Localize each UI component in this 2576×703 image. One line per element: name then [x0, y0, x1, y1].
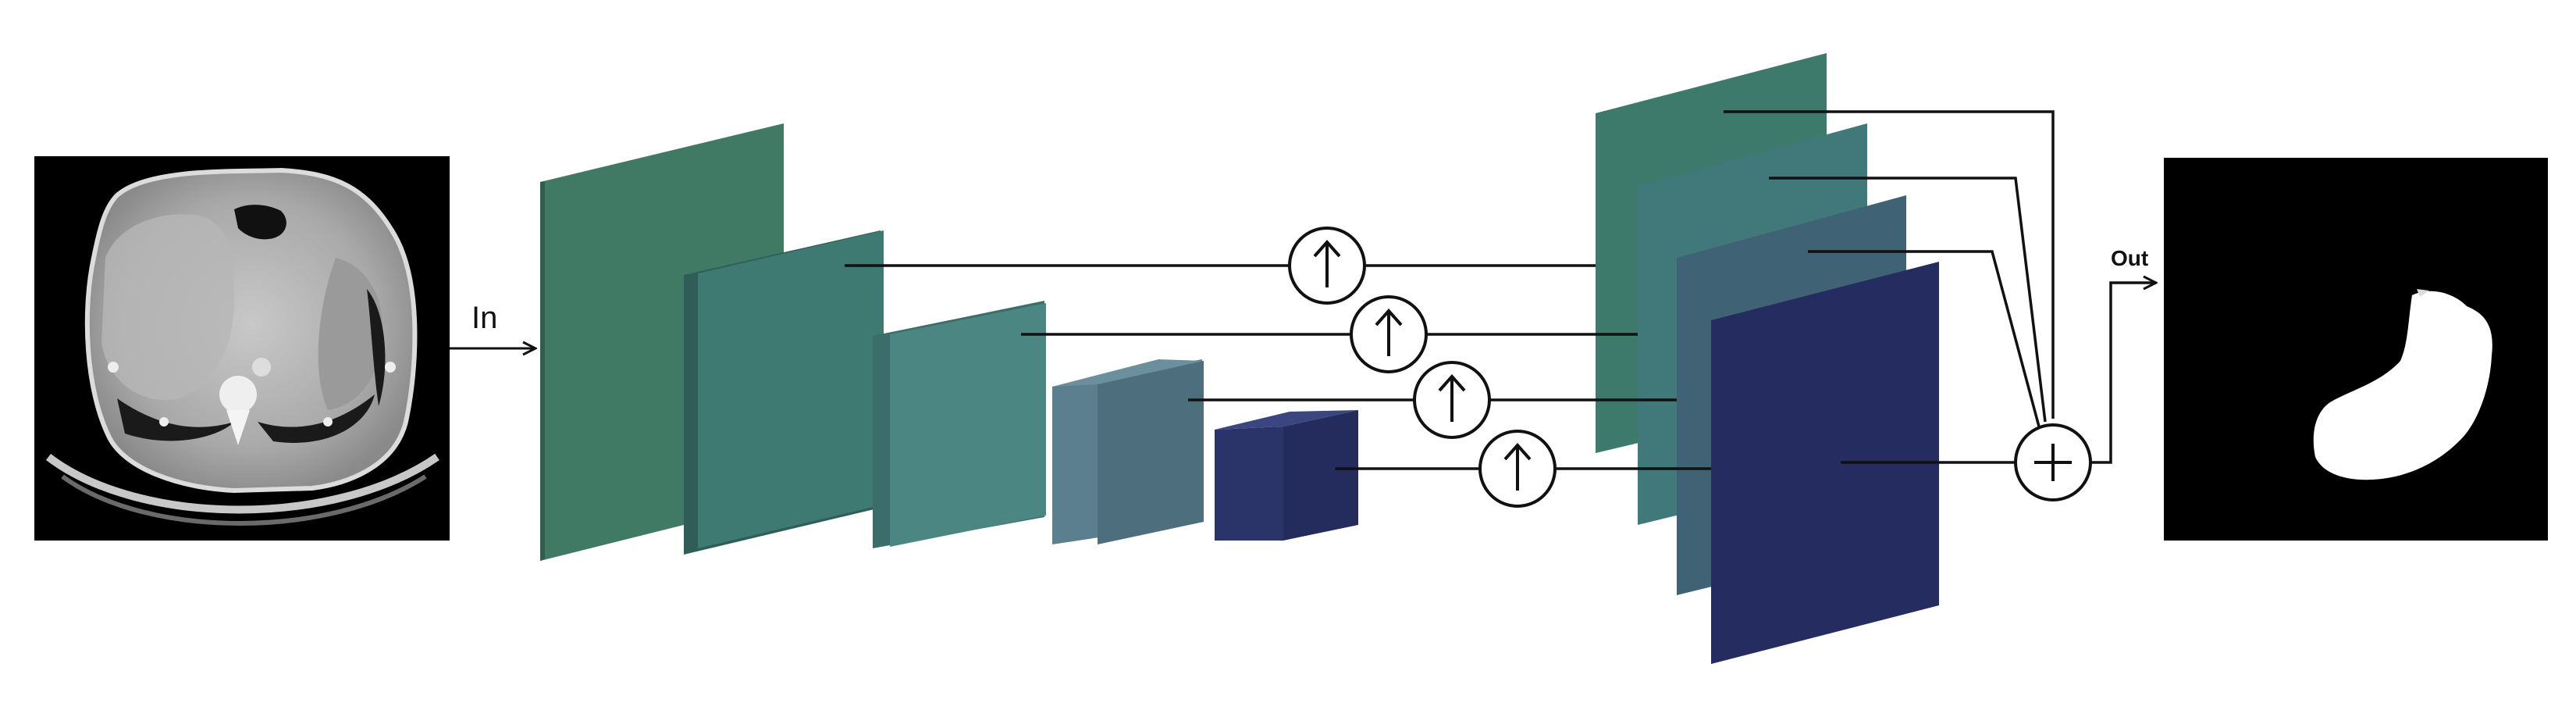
up-arrow-icon [1313, 239, 1341, 287]
decoder-output-lines [1724, 110, 2055, 464]
output-segmentation-mask [2164, 158, 2548, 541]
encoder-block-4 [1052, 359, 1204, 544]
output-arrow [2090, 283, 2156, 464]
up-arrow-icon [1375, 308, 1403, 356]
encoder-block-2 [684, 230, 884, 555]
input-ct-image [34, 156, 450, 541]
upsample-node-4 [1478, 430, 1557, 508]
up-arrow-icon [1438, 373, 1466, 422]
encoder-block-3 [873, 301, 1046, 548]
decoder-block-4 [1711, 262, 1939, 664]
sum-node [2014, 423, 2092, 501]
upsample-node-2 [1350, 295, 1428, 373]
encoder-block-5 [1215, 410, 1358, 541]
up-arrow-icon [1503, 442, 1532, 491]
upsample-node-1 [1288, 227, 1366, 305]
output-label: Out [2111, 246, 2148, 270]
input-label: In [471, 301, 497, 335]
plus-icon [2034, 444, 2072, 481]
upsample-node-3 [1413, 361, 1491, 439]
